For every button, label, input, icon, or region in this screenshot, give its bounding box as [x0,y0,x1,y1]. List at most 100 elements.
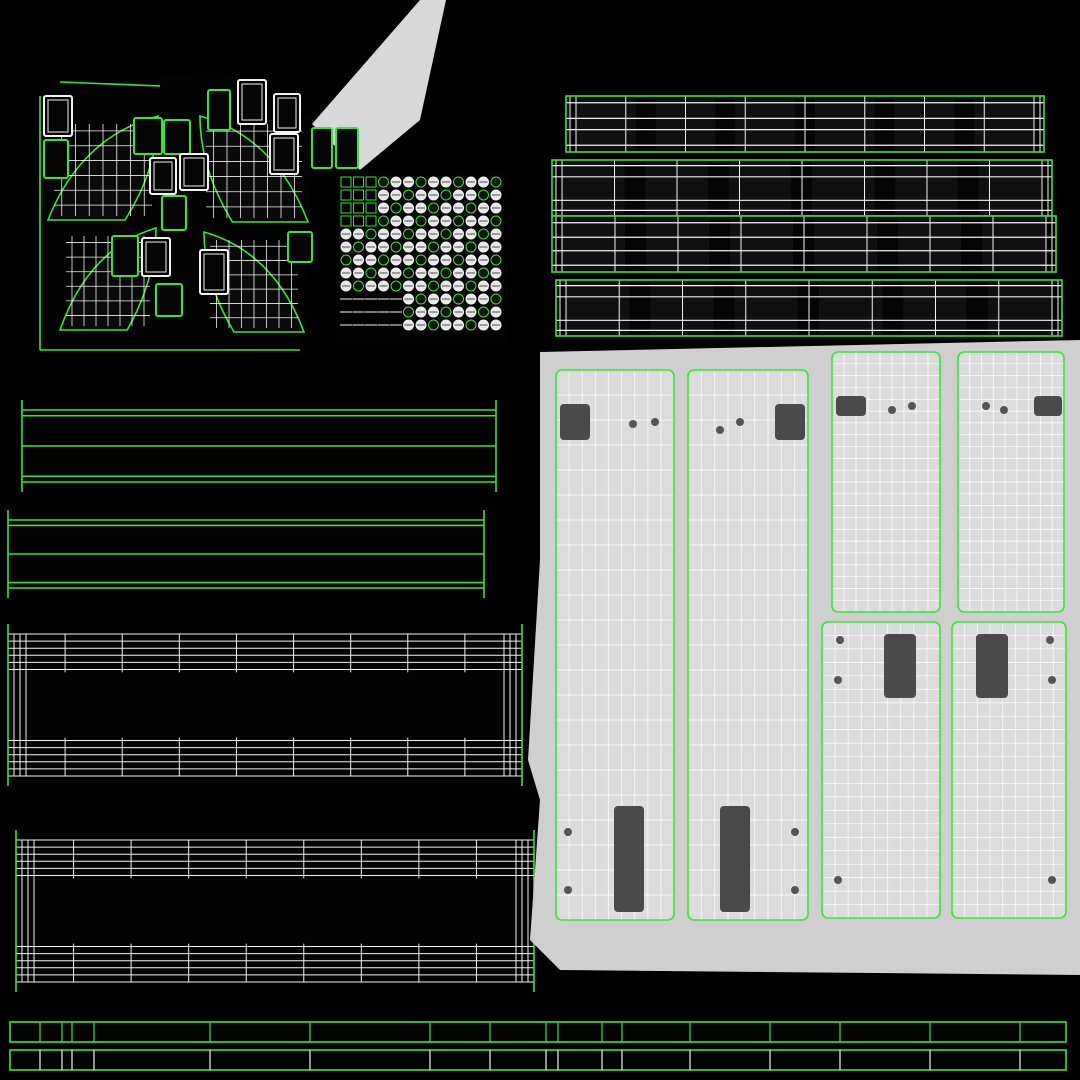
small-square-part [353,215,364,227]
dark-patch [976,634,1008,698]
small-rect-island-5 [149,157,177,195]
seam-outline [555,279,1063,337]
long-bar-1 [565,95,1045,153]
island-group-bottom-strips [9,1021,1067,1071]
rect-island [155,283,183,317]
gear-part [490,293,502,305]
bolt-hole [716,426,724,434]
grime-patch [812,162,875,214]
small-rect-island-9 [237,79,267,125]
grime-patch [728,162,792,214]
dark-patch [836,396,866,416]
strip-outline [9,1049,1067,1071]
bolt-hole [834,876,842,884]
gear-part [478,306,489,318]
rect-island [335,127,359,169]
grime-patch [903,282,967,334]
gear-part [365,267,377,279]
small-square-part [353,176,364,188]
seam-outline [565,95,1045,153]
small-rect-island-12 [287,231,313,263]
small-rect-island-10 [273,93,301,133]
bolt-hole [834,676,842,684]
small-rect-island-14 [141,237,171,277]
grime-patch [815,98,875,150]
bottom-strip-2 [9,1049,1067,1071]
dark-patch [614,806,644,912]
panel-seam [687,369,809,921]
long-bar-4 [555,279,1063,337]
shelf-strip-3 [7,624,523,786]
gear-part [353,241,364,253]
small-rect-island-3 [133,117,163,155]
rect-inner [273,137,295,171]
small-rect-island-2 [43,139,69,179]
small-square-part [365,202,377,214]
cluster-seam-top [59,81,161,87]
panel-seam [555,369,675,921]
grime-patch [734,282,798,334]
strip-outline [9,1021,1067,1043]
seam-outline [551,215,1057,273]
island-cluster-small-parts [336,172,508,348]
gear-part [378,254,389,266]
rect-inner [153,161,173,191]
gear-part [340,254,352,266]
panel-seam [957,351,1065,613]
shelf-strip-2 [7,510,485,598]
rect-island [269,133,299,175]
gear-part [365,228,377,240]
bolt-hole [791,828,799,836]
rect-island [161,195,187,231]
bolt-hole [888,406,896,414]
dark-patch [720,806,750,912]
grime-patch [735,98,796,150]
dark-patch [775,404,805,440]
gear-part [453,215,464,227]
gear-part [415,176,427,188]
gear-part [478,228,489,240]
island-group-shelf-strips-left [7,400,535,992]
bolt-hole [1048,876,1056,884]
rect-island [111,235,139,277]
rect-island [273,93,301,133]
small-rect-island-6 [179,153,209,191]
island-group-light-panels [528,340,1080,975]
shelf-strip-4 [15,830,535,992]
grime-patch [978,162,1042,214]
grime-patch [562,162,625,214]
bolt-hole [651,418,659,426]
dark-patch [884,634,916,698]
small-rect-island-7 [161,195,187,231]
rect-island [179,153,209,191]
light-panel-6 [951,621,1067,919]
gear-part [453,176,464,188]
light-panel-5 [821,621,941,919]
small-rect-island-17 [311,127,333,169]
grime-patch [974,98,1035,150]
light-panel-4 [957,351,1065,613]
rect-inner [277,97,297,129]
gear-part [403,189,414,201]
gear-part [465,280,477,292]
bolt-hole [1000,406,1008,414]
gear-part [428,241,439,253]
bracket-shell-1 [46,114,159,221]
long-bar-3 [551,215,1057,273]
gear-part [403,228,414,240]
bolt-hole [982,402,990,410]
small-square-part [340,176,352,188]
small-rect-island-16 [155,283,183,317]
small-square-part [365,176,377,188]
small-square-part [365,189,377,201]
small-rect-island-13 [111,235,139,277]
gear-part [415,215,427,227]
rect-island [149,157,177,195]
rect-island [287,231,313,263]
gear-part [428,202,439,214]
gear-part [453,254,464,266]
dark-patch [560,404,590,440]
small-rect-island-15 [199,249,229,295]
grime-patch [566,282,630,334]
